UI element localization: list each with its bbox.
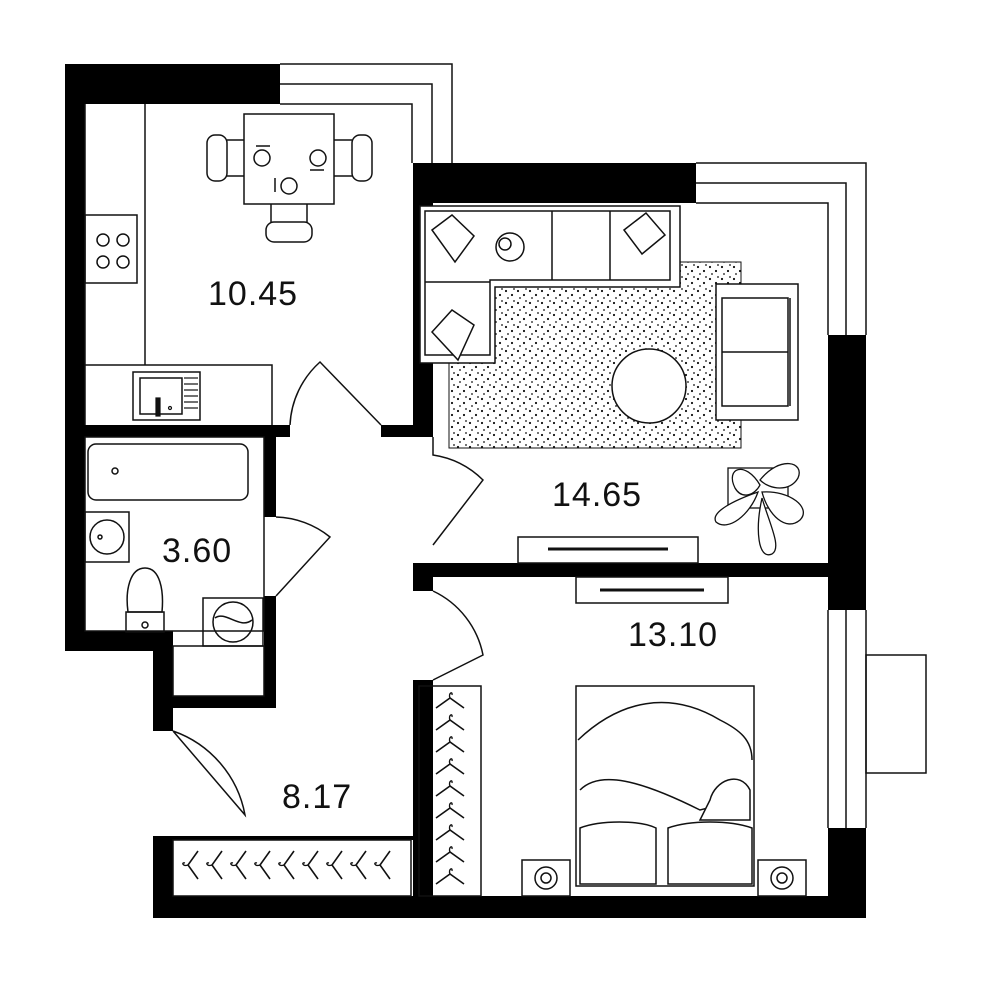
tv-stand-icon (517, 536, 699, 564)
nightstand-right-icon (757, 859, 807, 897)
bedroom-closet (418, 685, 482, 897)
living-room (419, 205, 804, 564)
area-label-bedroom: 13.10 (628, 616, 718, 654)
sofa-icon (419, 205, 681, 364)
hallway-closet (172, 839, 412, 897)
area-label-bathroom: 3.60 (162, 532, 232, 570)
toilet-icon (125, 567, 165, 633)
stove-icon (96, 233, 130, 269)
kitchen-counter (84, 104, 273, 425)
armchair-icon (715, 283, 799, 421)
washbasin-icon (84, 511, 130, 563)
bathroom (84, 436, 265, 697)
area-label-hallway: 8.17 (282, 778, 352, 816)
sink-icon (155, 377, 198, 417)
doors (172, 360, 484, 818)
wardrobe-icon (575, 576, 729, 604)
bedroom (521, 576, 807, 897)
bed-icon (575, 685, 755, 887)
nightstand-left-icon (521, 859, 571, 897)
kitchen (84, 104, 373, 425)
dining-table-icon (206, 113, 373, 243)
washing-machine-icon (202, 597, 264, 647)
windows (280, 63, 927, 828)
coffee-table-icon (611, 348, 687, 424)
area-label-kitchen: 10.45 (208, 275, 298, 313)
rug (448, 261, 742, 449)
plant-icon (714, 462, 804, 556)
bathtub-icon (87, 443, 249, 501)
area-label-living-room: 14.65 (552, 476, 642, 514)
